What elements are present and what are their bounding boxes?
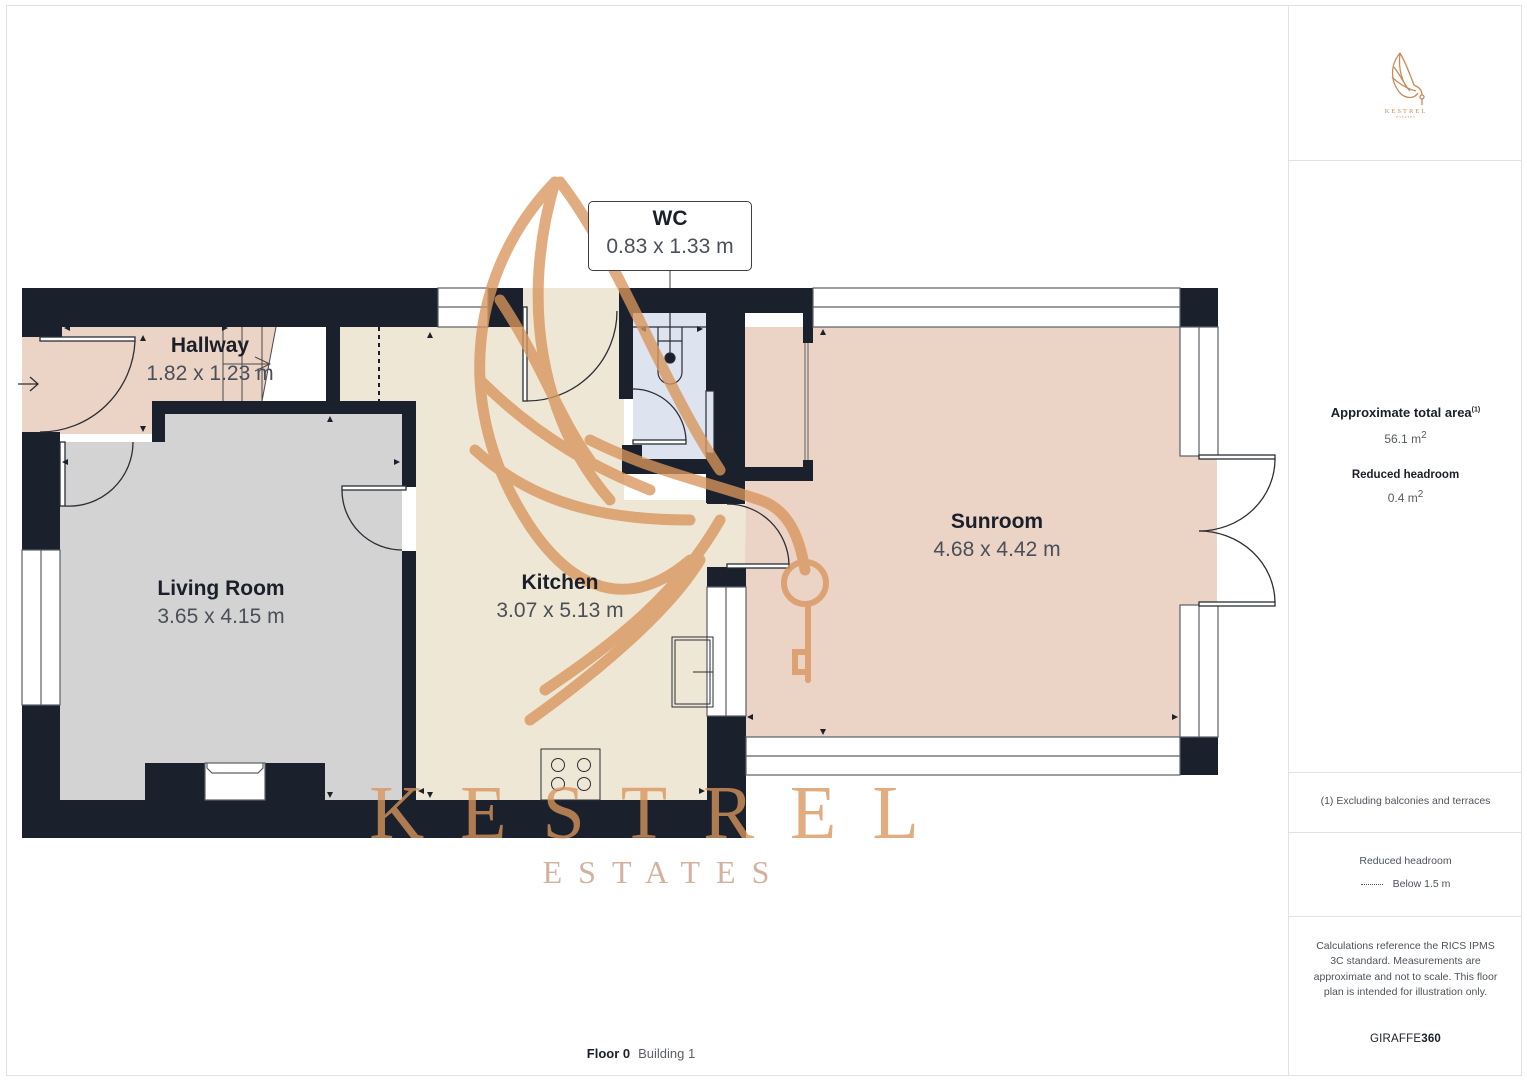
logo-brand-bottom: ESTATES bbox=[1396, 115, 1415, 119]
watermark-bird-icon bbox=[469, 176, 829, 726]
legend-item-label: Below 1.5 m bbox=[1392, 878, 1451, 890]
room-sunroom-fill bbox=[745, 327, 1217, 737]
doors bbox=[18, 306, 1276, 607]
dotted-line-icon bbox=[1360, 883, 1383, 885]
floor-plan-drawing: KESTREL ESTATES bbox=[18, 176, 1276, 890]
walls bbox=[22, 288, 1218, 838]
windows bbox=[21, 287, 1219, 801]
page-frame bbox=[6, 5, 1522, 1076]
disclaimer-section: Calculations reference the RICS IPMS 3C … bbox=[1289, 917, 1522, 1076]
measurement-markers bbox=[62, 325, 1178, 798]
kitchen-appliances bbox=[540, 636, 714, 801]
legend-title: Reduced headroom bbox=[1359, 855, 1452, 867]
watermark-brand-top: KESTREL bbox=[369, 771, 955, 855]
floor-label: Floor 0 Building 1 bbox=[0, 1046, 1282, 1061]
watermark-brand-bottom: ESTATES bbox=[543, 854, 786, 890]
room-label-wc-callout: WC 0.83 x 1.33 m bbox=[588, 201, 752, 271]
floor-name: Floor 0 bbox=[586, 1046, 631, 1061]
fireplace bbox=[204, 762, 266, 801]
legend-item: Below 1.5 m bbox=[1289, 878, 1522, 890]
logo-brand-top: KESTREL bbox=[1384, 108, 1427, 115]
legend-section: Reduced headroom Below 1.5 m bbox=[1289, 833, 1522, 917]
logo-section: KESTREL ESTATES bbox=[1289, 5, 1522, 161]
room-living-room-fill bbox=[60, 414, 402, 800]
room-hallway-fill bbox=[22, 327, 326, 442]
hob bbox=[540, 748, 601, 801]
disclaimer-text: Calculations reference the RICS IPMS 3C … bbox=[1313, 940, 1498, 998]
footnote-marker: (1) bbox=[1471, 406, 1481, 414]
reduced-headroom-value: 0.4 m2 bbox=[1387, 489, 1424, 506]
footnote-section: (1) Excluding balconies and terraces bbox=[1289, 773, 1522, 833]
stairs bbox=[222, 326, 277, 402]
room-name: WC bbox=[652, 207, 688, 230]
approx-total-area-label: Approximate total area(1) bbox=[1330, 405, 1481, 420]
area-summary-section: Approximate total area(1) 56.1 m2 Reduce… bbox=[1289, 161, 1522, 773]
reduced-headroom-label: Reduced headroom bbox=[1351, 469, 1460, 481]
giraffe360-brand: GIRAFFE360 bbox=[1369, 1033, 1442, 1045]
stairwell bbox=[262, 327, 326, 401]
info-sidebar: KESTREL ESTATES Approximate total area(1… bbox=[1288, 5, 1522, 1076]
closet bbox=[804, 343, 809, 460]
approx-total-area-value: 56.1 m2 bbox=[1384, 430, 1427, 447]
room-dimensions: 0.83 x 1.33 m bbox=[606, 235, 734, 258]
building-name: Building 1 bbox=[638, 1046, 696, 1061]
kestrel-logo-icon: KESTREL ESTATES bbox=[1384, 52, 1427, 119]
footnote-text: (1) Excluding balconies and terraces bbox=[1320, 795, 1491, 807]
